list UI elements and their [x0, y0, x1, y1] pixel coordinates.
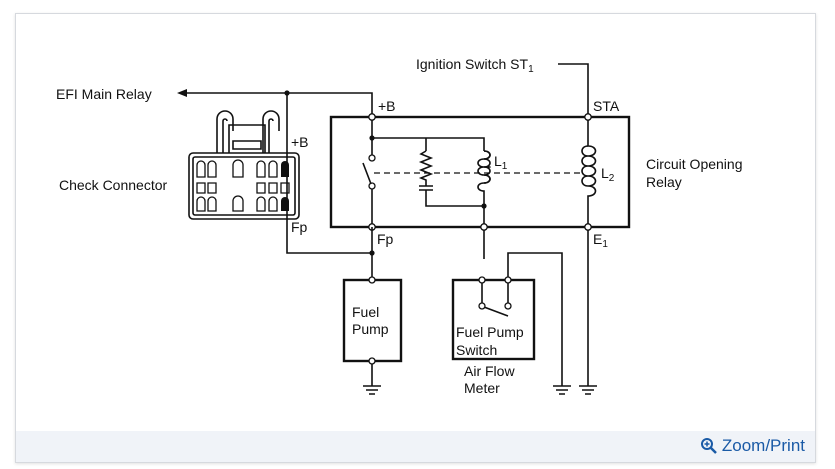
- fuel-pump: [342, 227, 403, 395]
- relay-fp-label: Fp: [377, 231, 394, 247]
- card-footer: Zoom/Print: [16, 431, 815, 462]
- connector-plus-b-label: +B: [291, 134, 309, 150]
- zoom-print-link[interactable]: Zoom/Print: [700, 436, 805, 456]
- air-flow-meter-label-2: Meter: [464, 380, 500, 396]
- efi-main-relay-label: EFI Main Relay: [56, 86, 152, 102]
- circuit-opening-relay-label-2: Relay: [646, 174, 682, 190]
- air-flow-meter-label-1: Air Flow: [464, 363, 515, 379]
- check-connector: [188, 110, 300, 220]
- arrow-icon: [177, 89, 187, 97]
- circuit-opening-relay: [329, 113, 631, 259]
- fuel-pump-switch-label-2: Switch: [456, 342, 497, 358]
- fuel-pump-switch: [451, 230, 597, 395]
- ignition-switch-wire: [558, 63, 589, 117]
- diagram-card: EFI Main Relay Check Connector +B Fp: [15, 13, 816, 463]
- zoom-print-label: Zoom/Print: [721, 436, 805, 455]
- fuel-pump-switch-label-1: Fuel Pump: [456, 324, 524, 340]
- zoom-in-icon: [700, 438, 717, 454]
- relay-e1-label: E1: [593, 231, 608, 250]
- relay-plus-b-label: +B: [378, 98, 396, 114]
- ignition-switch-label: Ignition Switch ST1: [416, 56, 534, 75]
- connector-fp-label: Fp: [291, 219, 308, 235]
- circuit-opening-relay-label-1: Circuit Opening: [646, 156, 743, 172]
- fuel-pump-label-2: Pump: [352, 321, 389, 337]
- coil-l2-label: L2: [601, 165, 615, 184]
- relay-sta-label: STA: [593, 98, 620, 114]
- fuel-pump-label-1: Fuel: [352, 304, 379, 320]
- efi-main-relay-wire: [177, 89, 375, 256]
- wiring-diagram: EFI Main Relay Check Connector +B Fp: [56, 56, 743, 396]
- check-connector-label: Check Connector: [59, 177, 168, 193]
- coil-l1-label: L1: [494, 153, 508, 172]
